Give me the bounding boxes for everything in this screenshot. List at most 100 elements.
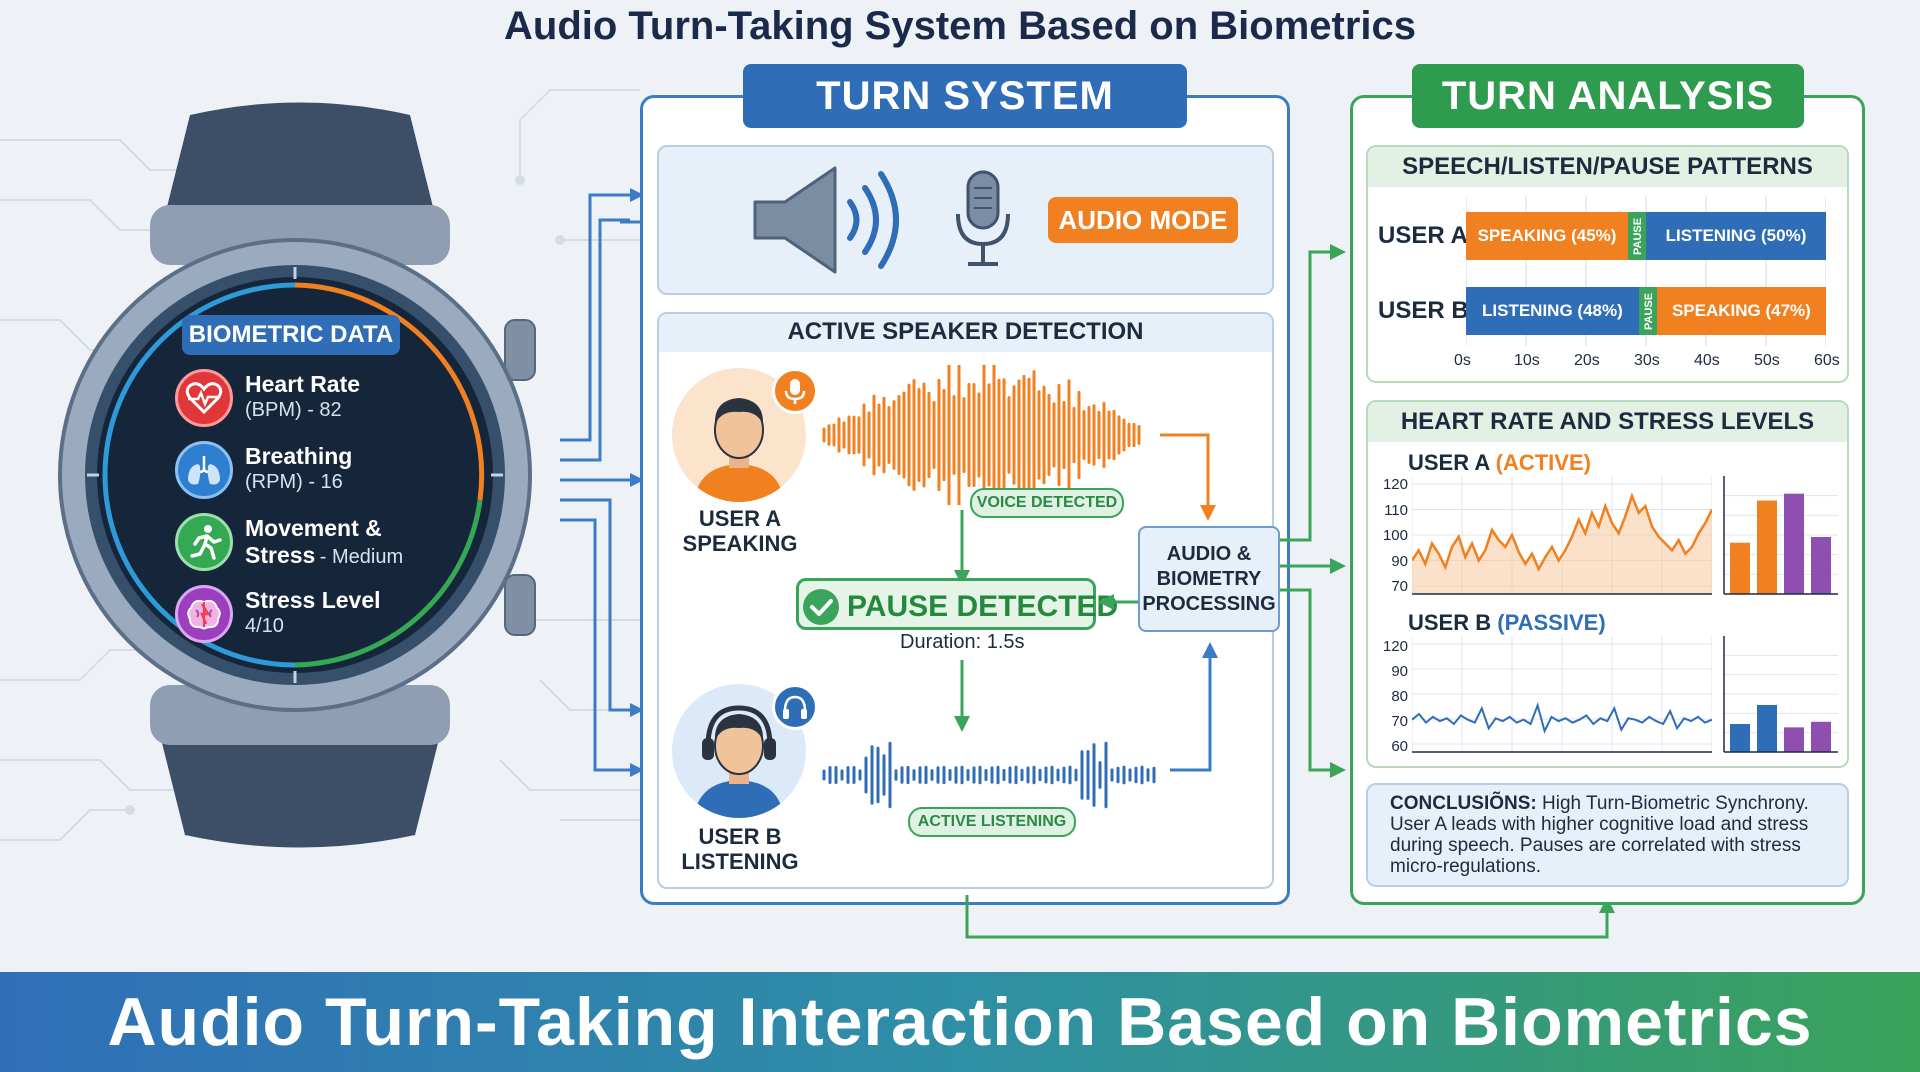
heart-icon: [175, 369, 233, 427]
speaker-icon: [753, 166, 899, 274]
biometric-header: BIOMETRIC DATA: [182, 315, 400, 355]
audio-mode-badge[interactable]: AUDIO MODE: [1048, 197, 1238, 243]
patterns-header-bg: [1368, 147, 1847, 187]
stress-bar: [1784, 727, 1804, 752]
running-icon: [175, 513, 233, 571]
pause-duration: Duration: 1.5s: [900, 631, 1025, 653]
user-a-stress-bars: [1723, 476, 1838, 595]
pause-detected-box: PAUSE DETECTED: [796, 578, 1118, 630]
user-b-chart-role: (PASSIVE): [1497, 610, 1606, 635]
heart-header: HEART RATE AND STRESS LEVELS: [1400, 408, 1815, 435]
processing-line2: BIOMETRY: [1156, 568, 1262, 590]
detection-header: ACTIVE SPEAKER DETECTION: [787, 318, 1144, 345]
user-b-hr-chart: [1412, 636, 1712, 753]
bottom-loop-arrow: [965, 895, 1615, 939]
movement-line2: Stress - Medium: [245, 542, 403, 569]
bottom-title: Audio Turn-Taking Interaction Based on B…: [107, 984, 1813, 1060]
mic-badge-icon: [772, 368, 818, 414]
x-tick-label: 10s: [1514, 352, 1540, 369]
movement-title-2: Stress: [245, 542, 316, 568]
processing-to-analysis-arrows: [1280, 244, 1346, 778]
x-tick-label: 50s: [1754, 352, 1780, 369]
biometric-item-breathing: Breathing (RPM) - 16: [175, 439, 435, 501]
user-a-hr-chart: [1412, 476, 1712, 595]
movement-value: - Medium: [319, 546, 404, 568]
listening-segment: LISTENING (50%): [1646, 212, 1826, 260]
user-b-stress-bars: [1723, 636, 1838, 753]
user-b-name: USER B: [698, 824, 782, 849]
heart-header-bg: [1368, 402, 1847, 442]
x-tick-label: 0s: [1454, 352, 1471, 369]
processing-box: AUDIO & BIOMETRY PROCESSING: [1138, 526, 1280, 632]
smartwatch: BIOMETRIC DATA Heart Rate (BPM) - 82 Bre…: [40, 95, 560, 855]
stress-bar: [1811, 537, 1831, 594]
turn-analysis-tab: TURN ANALYSIS: [1412, 64, 1804, 128]
watch-connectors: [560, 188, 644, 777]
microphone-icon: [956, 170, 1010, 266]
y-tick-label: 100: [1382, 527, 1408, 544]
voice-detected-pill: VOICE DETECTED: [970, 488, 1124, 518]
user-a-y-axis: 120 110 100 90 70: [1368, 470, 1410, 600]
pattern-row-user-b-label: USER B: [1378, 297, 1469, 324]
y-tick-label: 90: [1391, 552, 1408, 570]
conclusion-label: CONCLUSIÕNS:: [1390, 793, 1537, 814]
stress-value: 4/10: [245, 615, 284, 637]
y-tick-label: 120: [1382, 638, 1408, 655]
listening-waveform: [822, 741, 1156, 809]
speaking-segment: SPEAKING (45%): [1466, 212, 1628, 260]
x-tick-label: 30s: [1634, 352, 1660, 369]
conclusion-body: High Turn-Biometric Synchrony. User A le…: [1390, 793, 1809, 877]
y-tick-label: 80: [1391, 688, 1408, 705]
headphones-badge-icon: [772, 684, 818, 730]
user-b-chart-title: USER B (PASSIVE): [1408, 610, 1606, 636]
conclusion-text: CONCLUSIÕNS: High Turn-Biometric Synchro…: [1390, 793, 1825, 877]
biometric-item-stress: Stress Level 4/10: [175, 583, 435, 645]
pause-segment: PAUSE: [1638, 287, 1657, 335]
lungs-icon: [175, 441, 233, 499]
check-circle-icon: [803, 589, 839, 625]
user-a-name: USER A: [698, 506, 782, 531]
listening-segment: LISTENING (48%): [1466, 287, 1639, 335]
stress-bar: [1757, 500, 1777, 594]
y-tick-label: 110: [1384, 501, 1408, 519]
user-b-state: LISTENING: [681, 849, 799, 874]
stress-bar: [1730, 724, 1750, 752]
pause-detected-label: PAUSE DETECTED: [847, 590, 1119, 623]
arrow-wave-b-to-processing: [1170, 642, 1218, 772]
pause-segment: PAUSE: [1628, 212, 1646, 260]
arrow-wave-a-to-processing: [1160, 433, 1216, 521]
y-tick-label: 70: [1391, 578, 1408, 595]
movement-title: Movement &: [245, 515, 382, 541]
conclusion-box: CONCLUSIÕNS: High Turn-Biometric Synchro…: [1366, 783, 1849, 887]
active-listening-pill: ACTIVE LISTENING: [908, 807, 1076, 837]
stress-bar: [1730, 542, 1750, 594]
biometric-item-heart-rate: Heart Rate (BPM) - 82: [175, 367, 435, 429]
speaking-segment: SPEAKING (47%): [1656, 287, 1826, 335]
y-tick-label: 60: [1391, 738, 1408, 755]
pattern-row-user-a-label: USER A: [1378, 222, 1468, 249]
stress-bar: [1757, 704, 1777, 752]
patterns-header: SPEECH/LISTEN/PAUSE PATTERNS: [1402, 153, 1813, 180]
breathing-value: (RPM) - 16: [245, 471, 343, 493]
page-title: Audio Turn-Taking System Based on Biomet…: [504, 4, 1416, 48]
biometric-item-movement: Movement & Stress - Medium: [175, 511, 455, 573]
arrow-down-2: [954, 660, 970, 732]
x-tick-label: 60s: [1814, 352, 1840, 369]
x-tick-label: 40s: [1694, 352, 1720, 369]
turn-system-tab: TURN SYSTEM: [743, 64, 1187, 128]
x-tick-label: 20s: [1574, 352, 1600, 369]
speaking-waveform: [822, 365, 1141, 505]
processing-line1: AUDIO &: [1166, 543, 1252, 565]
y-tick-label: 120: [1382, 476, 1408, 493]
stress-bar: [1811, 721, 1831, 752]
user-a-chart-role: (ACTIVE): [1495, 450, 1591, 475]
y-tick-label: 90: [1391, 663, 1408, 680]
user-b-label: USER B LISTENING: [670, 824, 810, 874]
heart-rate-title: Heart Rate: [245, 371, 361, 397]
arrow-processing-to-pause: [1098, 594, 1140, 610]
breathing-title: Breathing: [245, 443, 353, 469]
user-a-chart-name: USER A: [1408, 450, 1490, 475]
user-a-label: USER A SPEAKING: [670, 506, 810, 556]
